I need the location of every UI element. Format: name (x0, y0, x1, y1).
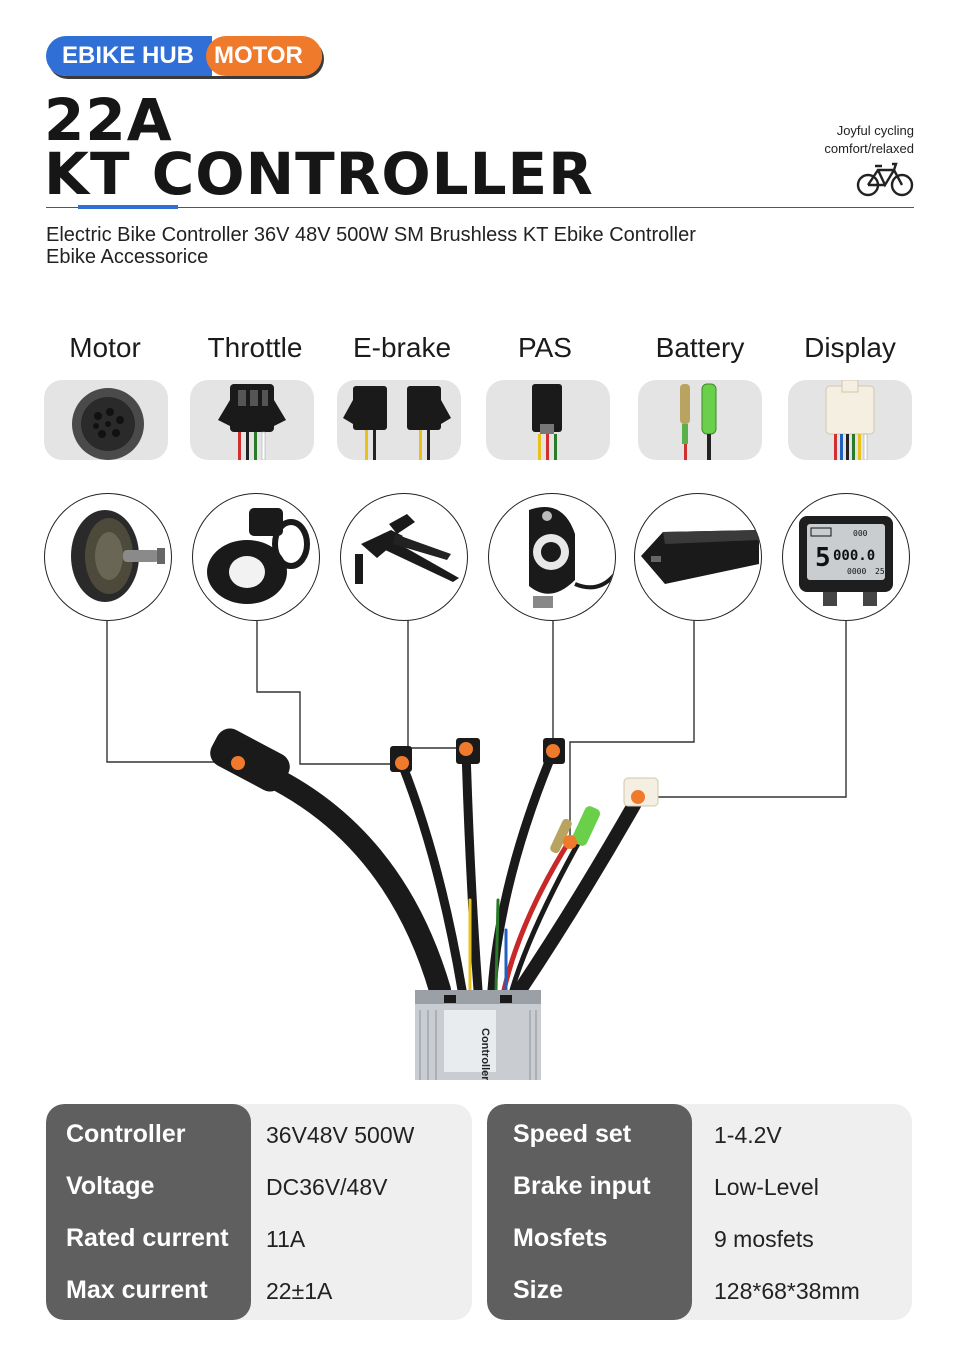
component-label-ebrake: E-brake (352, 332, 452, 363)
spec-keys-right (487, 1104, 692, 1320)
brake-lever-image (340, 493, 468, 621)
wiring-diagram: Controller (106, 620, 847, 1080)
spec-value: 36V48V 500W (266, 1122, 415, 1148)
pas-connector-image (486, 380, 610, 460)
display-speed: 5 (815, 543, 831, 573)
tagline-line-1: Joyful cycling (836, 123, 914, 138)
product-description: Electric Bike Controller 36V 48V 500W SM… (46, 224, 806, 268)
spec-keys-left (46, 1104, 251, 1320)
spec-key: Mosfets (513, 1224, 608, 1252)
spec-key: Size (513, 1276, 564, 1304)
throttle-connector-image (190, 380, 314, 460)
hub-motor-image (44, 493, 172, 621)
battery-connector-image (638, 380, 762, 460)
description-line-1: Electric Bike Controller 36V 48V 500W SM… (46, 224, 696, 246)
spec-value: 11A (266, 1226, 306, 1252)
spec-value: 128*68*38mm (714, 1278, 860, 1304)
spec-key: Voltage (66, 1172, 155, 1200)
line-display (638, 620, 847, 798)
spec-value: 22±1A (266, 1278, 333, 1304)
connection-lines (106, 620, 847, 842)
spec-key: Rated current (66, 1224, 229, 1252)
lcd-display-image: 5 000.0 000 0000 25 (782, 493, 910, 621)
page-title-line-1: 22A (44, 86, 173, 154)
line-battery (569, 620, 695, 842)
spec-key: Max current (66, 1276, 208, 1304)
battery-plug-green (571, 806, 601, 846)
spec-value: Low-Level (714, 1174, 819, 1200)
component-label-throttle: Throttle (207, 332, 303, 363)
controller-box: Controller (415, 990, 541, 1080)
display-connector-image (788, 380, 912, 460)
spec-value: DC36V/48V (266, 1174, 388, 1200)
motor-connector-image (44, 380, 168, 460)
connection-dots (231, 742, 645, 849)
battery-image (634, 493, 762, 621)
badge-part-1: EBIKE HUB (46, 36, 212, 76)
component-label-display: Display (804, 332, 896, 363)
pas-sensor-image (488, 493, 616, 621)
display-small-1: 000 (853, 529, 868, 538)
spec-table-right: Speed set 1-4.2V Brake input Low-Level M… (487, 1104, 912, 1320)
ebrake-connector-image (337, 380, 461, 460)
display-small-3: 25 (875, 567, 885, 576)
tagline: Joyful cycling comfort/relaxed (824, 122, 914, 158)
controller-box-label: Controller (479, 1028, 491, 1080)
header-divider-accent (78, 205, 178, 209)
display-odo: 000.0 (833, 548, 875, 564)
thumb-throttle-image (192, 493, 320, 621)
spec-table-left: Controller 36V48V 500W Voltage DC36V/48V… (46, 1104, 472, 1320)
component-label-motor: Motor (69, 332, 141, 363)
line-throttle (256, 620, 402, 765)
display-small-2: 0000 (847, 567, 866, 576)
page-title-line-2: KT CONTROLLER (44, 140, 594, 208)
badge-part-2: MOTOR (206, 36, 322, 76)
spec-key: Speed set (513, 1120, 632, 1148)
brand-badge: EBIKE HUB MOTOR (46, 36, 322, 76)
tagline-line-2: comfort/relaxed (824, 141, 914, 156)
motor-plug (210, 728, 290, 792)
bicycle-icon (856, 162, 914, 197)
description-line-2: Ebike Accessorice (46, 246, 209, 268)
spec-value: 1-4.2V (714, 1122, 782, 1148)
spec-key: Brake input (513, 1172, 651, 1200)
line-motor (106, 620, 238, 763)
component-label-pas: PAS (518, 332, 572, 363)
line-ebrake (407, 620, 466, 749)
component-label-battery: Battery (655, 332, 745, 363)
header-divider (46, 207, 914, 208)
spec-key: Controller (66, 1120, 186, 1148)
battery-plug-brass (550, 818, 572, 854)
cable-harness (227, 745, 645, 1001)
spec-value: 9 mosfets (714, 1226, 814, 1252)
